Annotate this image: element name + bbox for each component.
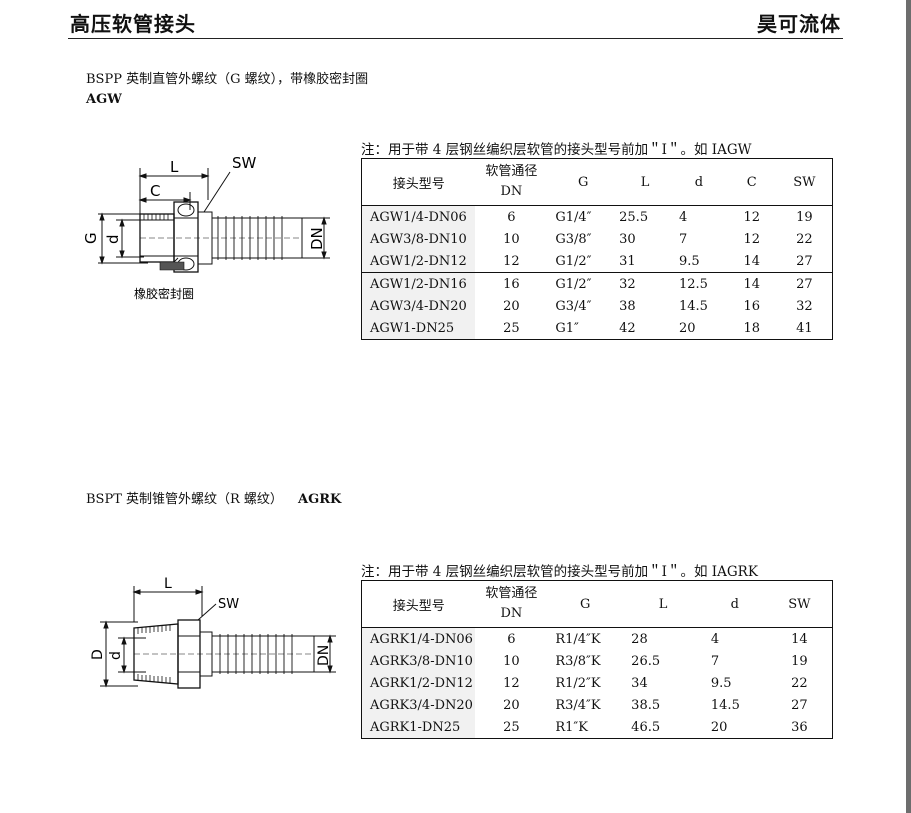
section2-heading: BSPT 英制锥管外螺纹（R 螺纹） AGRK	[86, 488, 341, 507]
section1-note: 注：用于带 4 层钢丝编织层软管的接头型号前加＂I＂。如 IAGW	[361, 142, 752, 158]
section2-description: BSPT 英制锥管外螺纹（R 螺纹）	[86, 492, 283, 507]
dim-l-label: L	[170, 158, 179, 176]
col-c: C	[726, 158, 777, 206]
header-divider	[68, 38, 843, 39]
dim-d-upper-label: D	[90, 649, 106, 660]
col-l: L	[619, 158, 671, 206]
agw-fitting-diagram: L C SW G d DN 橡胶密封圈	[82, 154, 330, 300]
section2-code: AGRK	[298, 492, 342, 507]
col-model: 接头型号	[361, 158, 476, 206]
dim-dn-label: DN	[316, 645, 332, 666]
section2-note: 注：用于带 4 层钢丝编织层软管的接头型号前加＂I＂。如 IAGRK	[361, 564, 758, 580]
dim-d-label: d	[104, 234, 122, 244]
col-sw: SW	[766, 580, 833, 628]
page-title: 高压软管接头	[70, 12, 196, 36]
page-edge	[906, 0, 911, 813]
section1-code: AGW	[86, 92, 122, 107]
col-l: L	[623, 580, 703, 628]
col-model: 接头型号	[361, 580, 476, 628]
seal-label: 橡胶密封圈	[134, 286, 194, 300]
col-d: d	[702, 580, 767, 628]
col-d: d	[671, 158, 727, 206]
agrk-fitting-diagram: L SW D d DN	[90, 576, 336, 689]
dim-c-label: C	[150, 182, 160, 200]
dim-g-label: G	[82, 232, 100, 244]
dim-sw-label: SW	[232, 154, 257, 172]
section1-description: BSPP 英制直管外螺纹（G 螺纹），带橡胶密封圈	[86, 72, 369, 87]
brand-name: 昊可流体	[757, 12, 841, 36]
col-g: G	[547, 580, 624, 628]
dim-sw-label: SW	[218, 597, 239, 612]
dim-d-label: d	[108, 651, 124, 660]
col-sw: SW	[776, 158, 833, 206]
dim-l-label: L	[164, 576, 172, 592]
dim-dn-label: DN	[308, 227, 326, 250]
col-g: G	[547, 158, 620, 206]
